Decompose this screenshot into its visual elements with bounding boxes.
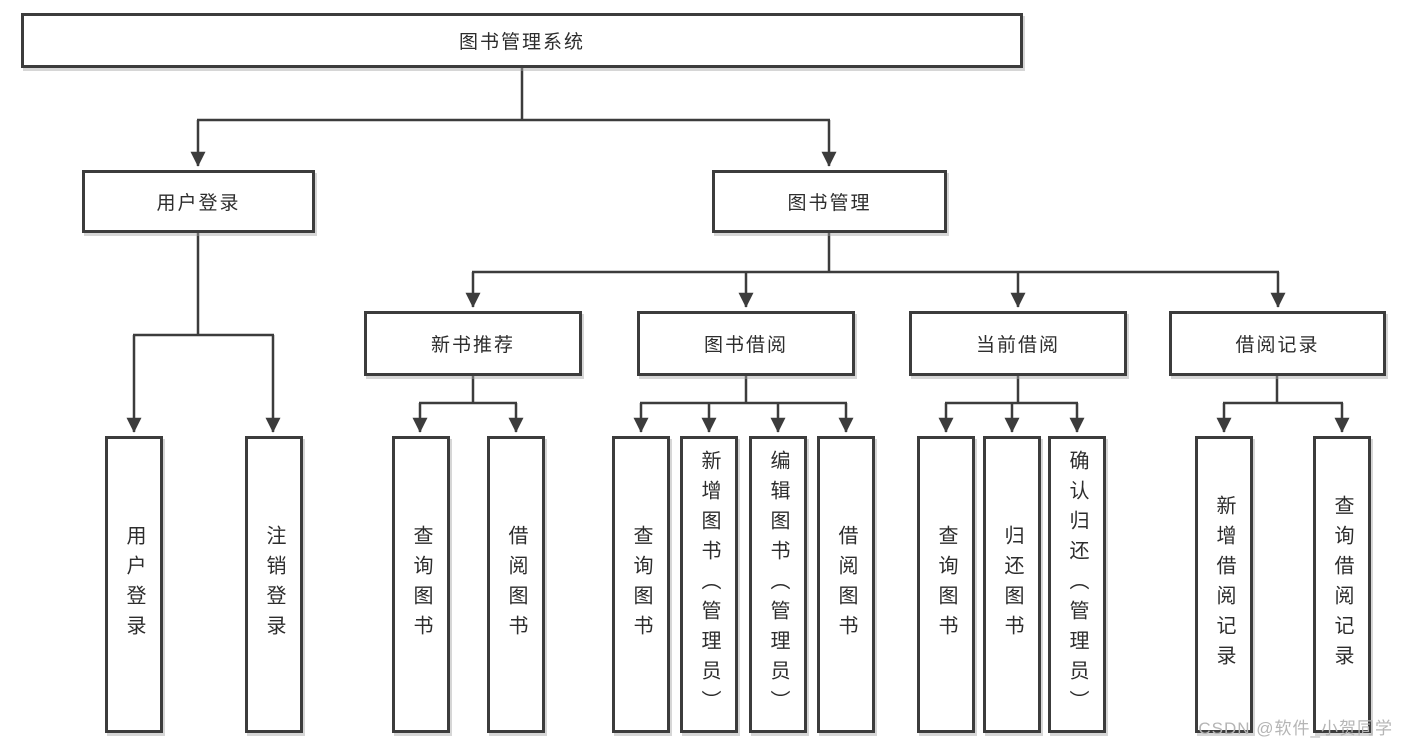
- node-user-login-branch: 用户登录: [82, 170, 315, 233]
- node-current-borrowing: 当前借阅: [909, 311, 1127, 376]
- leaf-query-books-recommend: 查询图书: [392, 436, 450, 733]
- leaf-confirm-return-admin: 确认归还（管理员）: [1048, 436, 1106, 733]
- leaf-query-books-current: 查询图书: [917, 436, 975, 733]
- leaf-query-books-borrowing: 查询图书: [612, 436, 670, 733]
- leaf-edit-book-admin: 编辑图书（管理员）: [749, 436, 807, 733]
- node-borrowing-records: 借阅记录: [1169, 311, 1386, 376]
- leaf-add-book-admin: 新增图书（管理员）: [680, 436, 738, 733]
- leaf-add-borrow-record: 新增借阅记录: [1195, 436, 1253, 733]
- csdn-watermark: CSDN @软件_小贺同学: [1198, 719, 1393, 738]
- leaf-borrow-books-borrowing: 借阅图书: [817, 436, 875, 733]
- node-book-management-branch: 图书管理: [712, 170, 947, 233]
- leaf-borrow-books-recommend: 借阅图书: [487, 436, 545, 733]
- leaf-user-login: 用户登录: [105, 436, 163, 733]
- node-new-book-recommendation: 新书推荐: [364, 311, 582, 376]
- leaf-query-borrow-record: 查询借阅记录: [1313, 436, 1371, 733]
- node-library-management-system: 图书管理系统: [21, 13, 1023, 68]
- node-book-borrowing: 图书借阅: [637, 311, 855, 376]
- leaf-logout: 注销登录: [245, 436, 303, 733]
- leaf-return-books: 归还图书: [983, 436, 1041, 733]
